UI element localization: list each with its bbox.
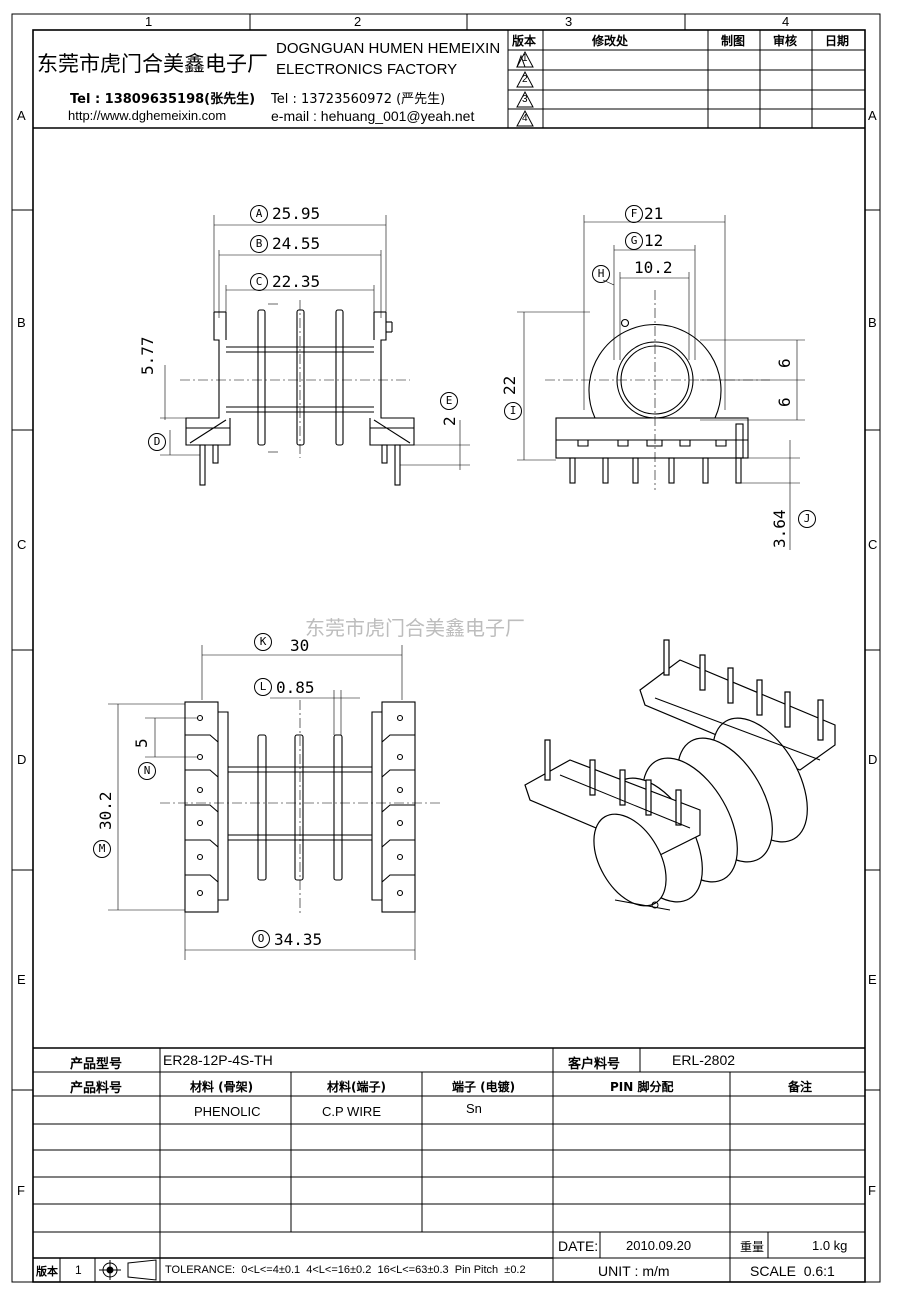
dim-six-bottom: 6 [775,397,794,407]
dim-e-letter: E [440,392,458,410]
row-label-d-left: D [17,752,27,767]
dim-k-letter: K [254,633,272,651]
row-label-b-left: B [17,315,26,330]
dim-d-letter: D [148,433,166,451]
material-bobbin-label: 材料 (骨架) [190,1080,254,1094]
dim-h-letter: H [592,265,610,283]
dim-g-letter: G [625,232,643,250]
row-label-e-right: E [868,972,877,987]
row-label-c-left: C [17,537,27,552]
scale-value: SCALE 0.6:1 [750,1263,835,1279]
dim-front-height: 5.77 [138,336,157,375]
company-name-en-line1: DOGNGUAN HUMEN HEMEIXIN [276,40,501,57]
dim-six-top: 6 [775,358,794,368]
company-name-cn: 东莞市虎门合美鑫电子厂 [37,52,268,76]
watermark-text: 东莞市虎门合美鑫电子厂 [305,616,525,640]
row-label-a-right: A [868,108,877,123]
dim-o-letter: O [252,930,270,948]
dim-l-letter: L [254,678,272,696]
dim-g-value: 12 [644,231,664,250]
company-tel-2: Tel : 13723560972 (严先生) [271,92,446,107]
revision-drawn-header: 制图 [721,34,746,48]
row-label-a-left: A [17,108,26,123]
dim-e-value: 2 [440,416,459,426]
dim-i-letter: I [504,402,522,420]
terminal-plating-label: 端子 (电镀) [452,1080,516,1094]
dim-c-value: 22.35 [272,272,321,291]
dim-o-value: 34.35 [274,930,323,949]
dim-f-value: 21 [644,204,664,223]
revision-review-header: 审核 [773,34,798,48]
column-label-1: 1 [145,14,153,29]
revision-mark-1: 1 [522,53,528,64]
revision-mark-2: 2 [522,74,528,85]
customer-part-value: ERL-2802 [672,1052,736,1068]
date-label: DATE: [558,1238,599,1254]
column-label-4: 4 [782,14,790,29]
revision-mark-4: 4 [522,113,528,124]
dim-m-letter: M [93,840,111,858]
product-part-label: 产品料号 [70,1081,123,1096]
column-label-2: 2 [354,14,362,29]
row-label-d-right: D [868,752,878,767]
dim-b-letter: B [250,235,268,253]
company-website-link[interactable]: http://www.dghemeixin.com [68,108,227,123]
dim-l-value: 0.85 [276,678,315,697]
row-label-f-right: F [868,1183,876,1198]
revision-version-header: 版本 [512,34,537,48]
material-bobbin-value: PHENOLIC [194,1104,261,1119]
company-name-en-line2: ELECTRONICS FACTORY [276,61,458,78]
dim-h-value: 10.2 [634,258,673,277]
date-value: 2010.09.20 [626,1238,692,1253]
dim-c-letter: C [250,273,268,291]
version-value: 1 [75,1263,82,1277]
company-email-link[interactable]: e-mail : hehuang_001@yeah.net [271,108,475,124]
remarks-label: 备注 [788,1080,813,1094]
product-model-label: 产品型号 [70,1057,123,1072]
row-label-f-left: F [17,1183,25,1198]
row-label-e-left: E [17,972,26,987]
unit-value: UNIT : m/m [598,1263,670,1279]
dim-a-letter: A [250,205,268,223]
dim-j-letter: J [798,510,816,528]
pin-assignment-label: PIN 脚分配 [610,1080,674,1094]
revision-change-header: 修改处 [592,34,629,48]
revision-date-header: 日期 [825,34,850,48]
dim-k-value: 30 [290,636,310,655]
dim-f-letter: F [625,205,643,223]
dim-j-value: 3.64 [770,509,789,548]
terminal-plating-value: Sn [466,1101,482,1116]
product-model-value: ER28-12P-4S-TH [163,1052,273,1068]
tolerance-text: TOLERANCE: 0<L<=4±0.1 4<L<=16±0.2 16<L<=… [165,1264,526,1276]
dim-n-letter: N [138,762,156,780]
material-terminal-label: 材料(端子) [327,1080,386,1094]
weight-label: 重量 [740,1240,765,1254]
material-terminal-value: C.P WIRE [322,1104,381,1119]
row-label-b-right: B [868,315,877,330]
column-label-3: 3 [565,14,573,29]
dim-i-value: 22 [500,375,519,395]
version-label: 版本 [36,1265,58,1278]
dim-b-value: 24.55 [272,234,321,253]
row-label-c-right: C [868,537,878,552]
company-tel-1: Tel : 13809635198(张先生) [70,92,256,107]
revision-mark-3: 3 [522,94,528,105]
dim-n-value: 5 [132,738,151,748]
dim-m-value: 30.2 [96,791,115,830]
dim-a-value: 25.95 [272,204,321,223]
customer-part-label: 客户料号 [568,1057,621,1072]
weight-value: 1.0 kg [812,1238,848,1253]
